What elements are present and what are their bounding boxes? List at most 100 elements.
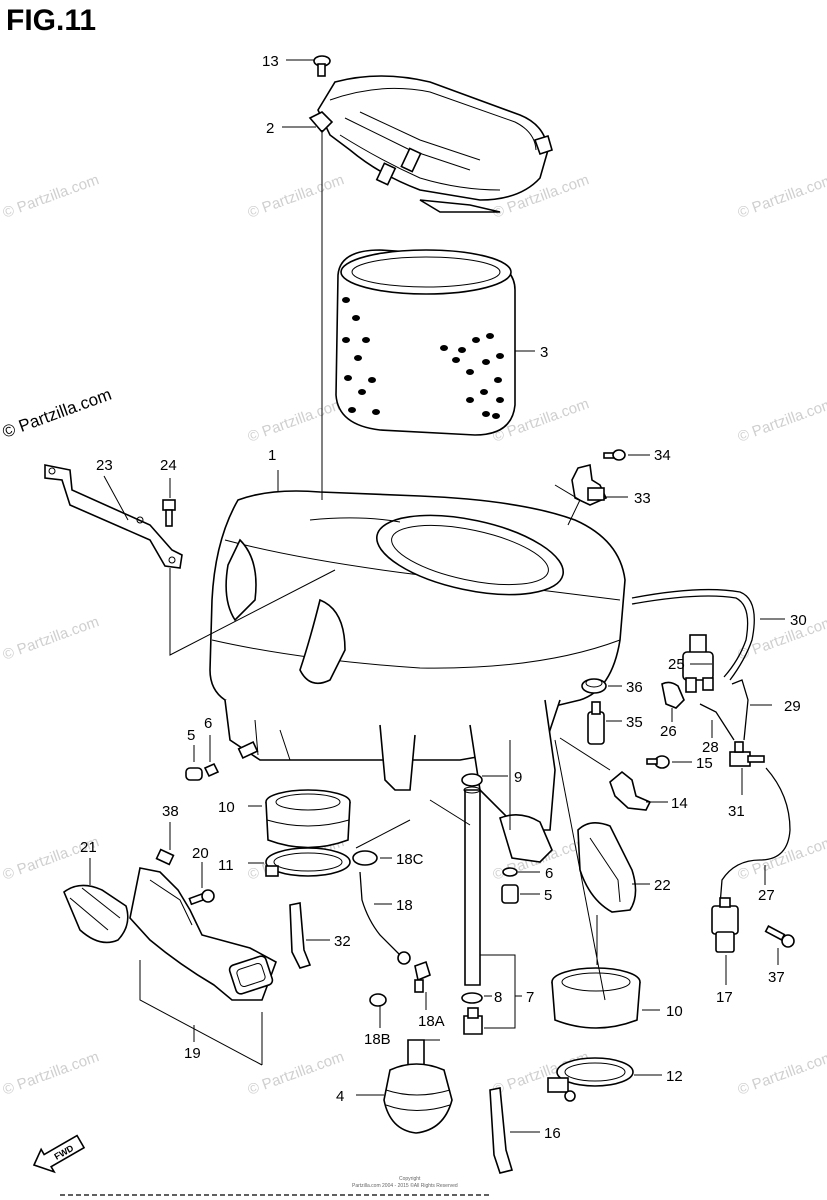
callout-20: 20: [192, 845, 209, 862]
copyright-note: Copyright Partzilla.com 2004 - 2015 ©All…: [352, 1176, 458, 1189]
part-11-clamp[interactable]: [265, 847, 351, 877]
callout-17: 17: [716, 989, 733, 1006]
callout-38: 38: [162, 803, 179, 820]
callout-18C: 18C: [396, 851, 424, 868]
part-13-screw[interactable]: [313, 55, 331, 77]
part-7-drain-pipe[interactable]: [463, 786, 481, 986]
part-38-screw[interactable]: [155, 848, 175, 866]
part-4-drain-cap[interactable]: [383, 1039, 453, 1134]
callout-6b: 6: [545, 865, 553, 882]
callout-18A: 18A: [418, 1013, 445, 1030]
fwd-arrow: FWD: [32, 1134, 86, 1174]
part-8-o-ring[interactable]: [461, 992, 483, 1004]
callout-1: 1: [268, 447, 276, 464]
callout-37: 37: [768, 969, 785, 986]
part-18-hose[interactable]: [359, 871, 411, 965]
callout-28: 28: [702, 739, 719, 756]
watermark-text: © Partzilla.com: [246, 1048, 347, 1099]
callout-34: 34: [654, 447, 671, 464]
part-32-bracket[interactable]: [289, 902, 312, 969]
part-6-clip-right[interactable]: [502, 867, 518, 877]
watermark-text: © Partzilla.com: [736, 395, 827, 446]
part-15-bolt[interactable]: [646, 755, 670, 769]
part-20-bolt[interactable]: [188, 889, 215, 906]
watermark-text: © Partzilla.com: [736, 171, 827, 222]
callout-22: 22: [654, 877, 671, 894]
watermark-text: © Partzilla.com: [1, 171, 102, 222]
callout-18: 18: [396, 897, 413, 914]
part-24-bolt[interactable]: [162, 499, 176, 527]
callout-9: 9: [514, 769, 522, 786]
callout-5b: 5: [544, 887, 552, 904]
part-34-screw[interactable]: [603, 449, 626, 461]
part-31-joint[interactable]: [729, 741, 765, 767]
callout-3: 3: [540, 344, 548, 361]
part-27-hose[interactable]: [719, 767, 791, 906]
part-21-boot[interactable]: [63, 884, 129, 944]
watermark-main: © Partzilla.com: [0, 385, 114, 442]
part-1-air-cleaner-box[interactable]: [209, 490, 626, 831]
callout-4: 4: [336, 1088, 344, 1105]
part-25-solenoid-valve[interactable]: [682, 634, 714, 693]
callout-25: 25: [668, 656, 685, 673]
svg-text:Copyright: Copyright: [399, 1176, 421, 1182]
figure-title: FIG.11: [6, 4, 97, 37]
callout-11: 11: [218, 857, 234, 874]
svg-text:Partzilla.com 2004 - 2015 ©All: Partzilla.com 2004 - 2015 ©All Rights Re…: [352, 1182, 458, 1189]
filter-mesh: [342, 297, 504, 419]
callout-29: 29: [784, 698, 801, 715]
part-30-hose[interactable]: [631, 588, 755, 681]
part-16-bracket[interactable]: [489, 1087, 514, 1174]
part-3-air-filter[interactable]: [335, 249, 516, 436]
callout-10a: 10: [218, 799, 235, 816]
part-18B-plug[interactable]: [369, 993, 387, 1007]
callout-30: 30: [790, 612, 807, 629]
part-33-sensor[interactable]: [571, 464, 608, 506]
callout-36: 36: [626, 679, 643, 696]
part-18A-clip[interactable]: [414, 960, 431, 993]
part-9-o-ring[interactable]: [461, 773, 483, 787]
callout-12: 12: [666, 1068, 683, 1085]
part-10-duct-upper[interactable]: [265, 789, 351, 849]
part-12-clamp[interactable]: [547, 1057, 634, 1102]
watermark-text: © Partzilla.com: [736, 613, 827, 664]
part-17-valve[interactable]: [711, 897, 739, 953]
part-35-filter[interactable]: [587, 701, 605, 745]
part-19-inlet-duct[interactable]: [129, 867, 277, 1001]
watermark-text: © Partzilla.com: [246, 395, 347, 446]
callout-7: 7: [526, 989, 534, 1006]
callout-21: 21: [80, 839, 97, 856]
callout-35: 35: [626, 714, 643, 731]
part-6-clip-left[interactable]: [203, 762, 220, 778]
callout-6a: 6: [204, 715, 212, 732]
callout-8: 8: [494, 989, 502, 1006]
callout-26: 26: [660, 723, 677, 740]
callout-19: 19: [184, 1045, 201, 1062]
part-14-bracket[interactable]: [609, 770, 652, 811]
part-29-hose[interactable]: [731, 679, 749, 741]
part-2-cleaner-cap[interactable]: [308, 75, 553, 213]
callout-23: 23: [96, 457, 113, 474]
part-7-drain-plug[interactable]: [463, 1007, 483, 1035]
part-26-connector[interactable]: [661, 681, 685, 709]
watermark-text: © Partzilla.com: [736, 833, 827, 884]
callout-15: 15: [696, 755, 713, 772]
part-28-hose[interactable]: [699, 703, 735, 741]
callout-5a: 5: [187, 727, 195, 744]
part-37-screw[interactable]: [764, 925, 795, 948]
part-drain-cover[interactable]: [499, 814, 553, 863]
watermark-text: © Partzilla.com: [1, 1048, 102, 1099]
watermark-text: © Partzilla.com: [1, 613, 102, 664]
part-36-cap[interactable]: [581, 678, 607, 694]
leader-lines: [89, 59, 785, 1133]
part-22-intake-duct[interactable]: [577, 822, 637, 913]
part-5-cap-left[interactable]: [185, 767, 203, 781]
part-10-duct-lower[interactable]: [551, 967, 641, 1029]
part-18C-plug[interactable]: [352, 850, 378, 866]
callout-13: 13: [262, 53, 279, 70]
svg-text:© Partzilla.com: © Partzilla.com: [0, 385, 114, 442]
part-5-cap-right[interactable]: [501, 884, 519, 904]
part-23-bracket[interactable]: [44, 464, 183, 569]
callout-31: 31: [728, 803, 745, 820]
